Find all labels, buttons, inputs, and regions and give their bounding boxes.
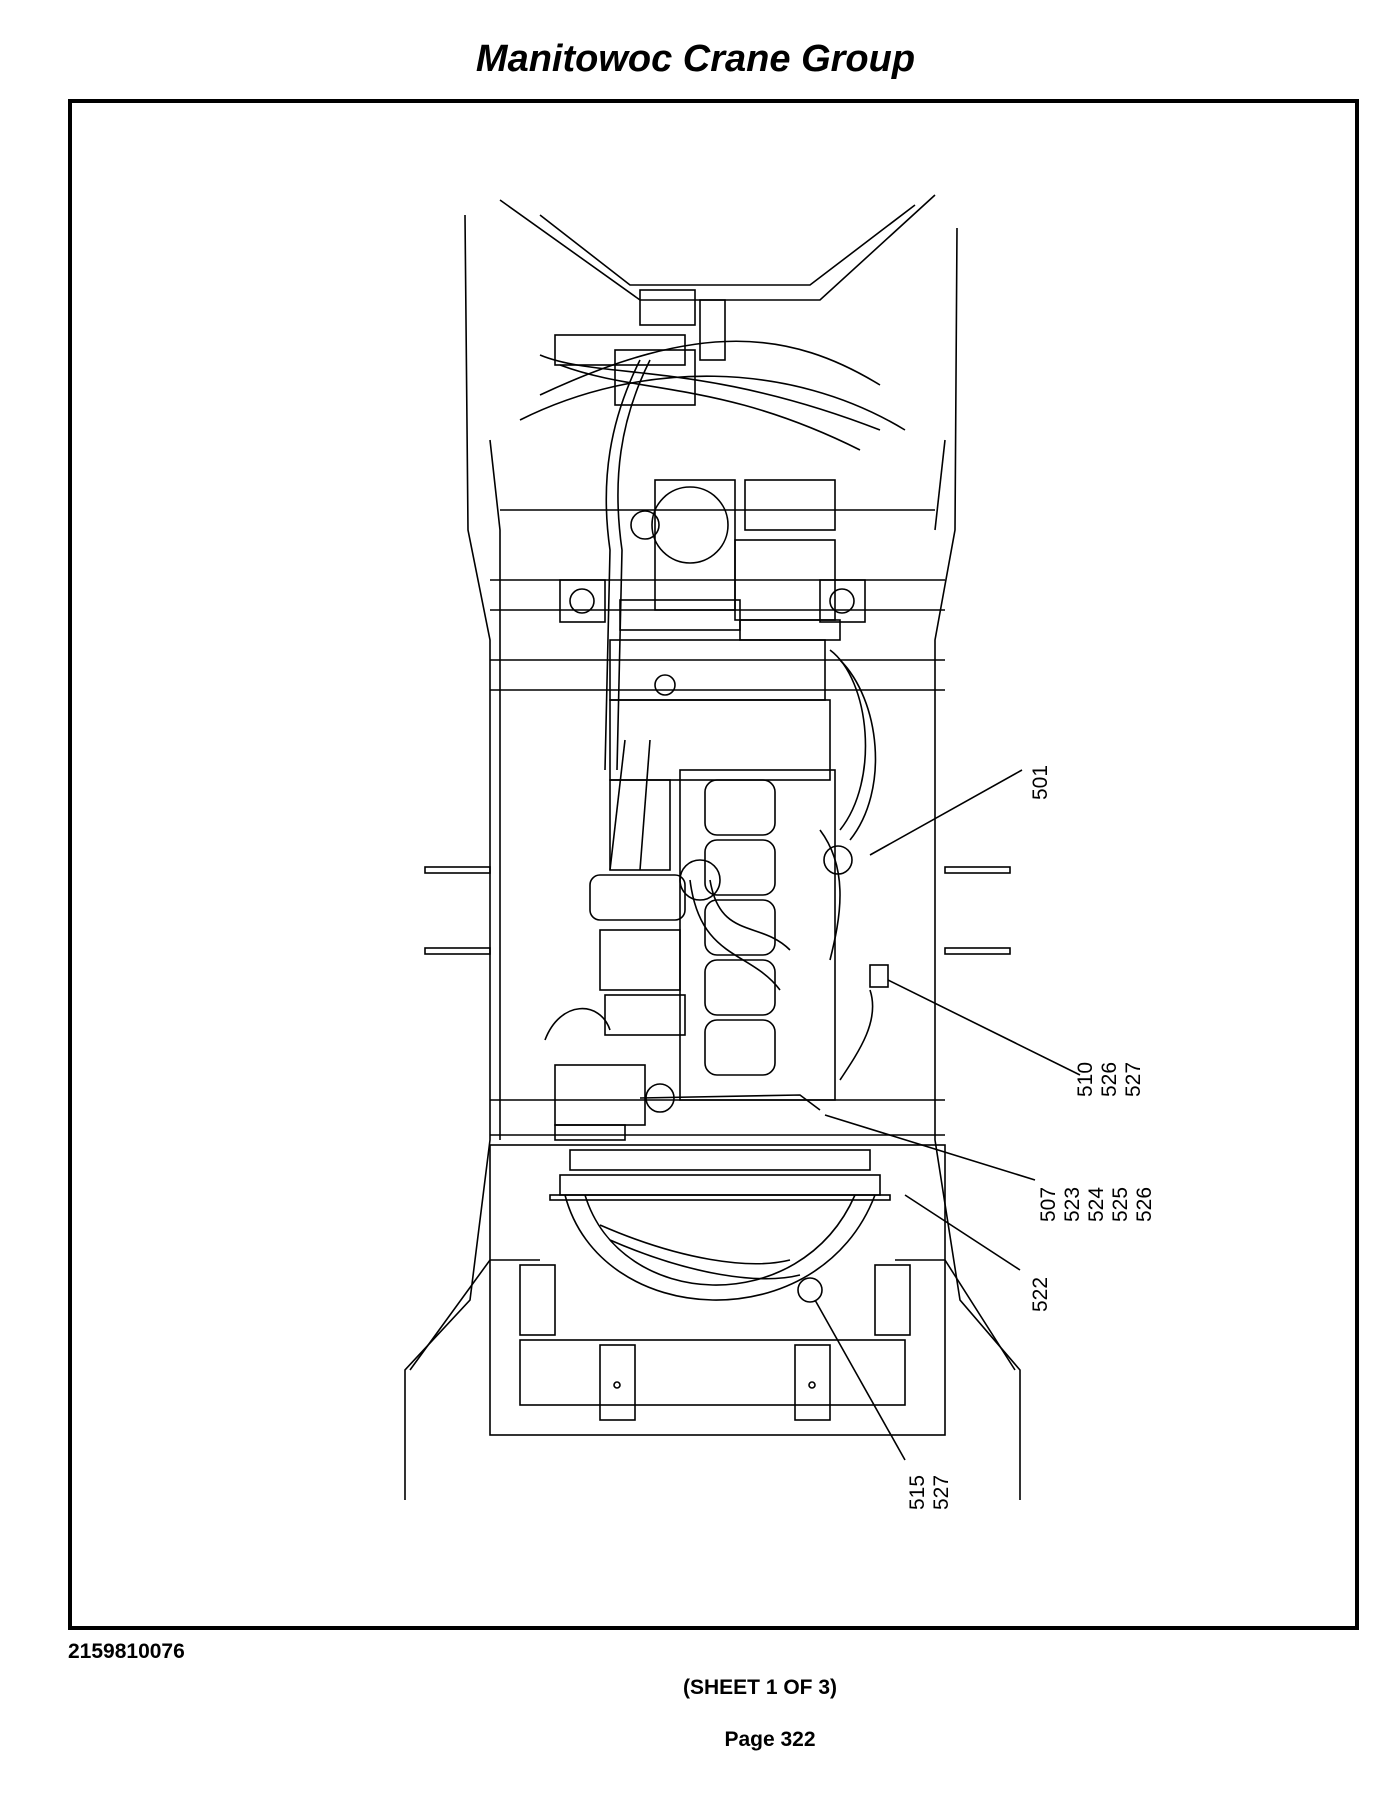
leader-515 bbox=[814, 1299, 906, 1461]
callout-510-line-2: 527 bbox=[1122, 1062, 1145, 1097]
callout-515: 515 527 bbox=[906, 1475, 953, 1510]
callout-501-line-0: 501 bbox=[1029, 765, 1052, 800]
callout-522: 522 bbox=[1029, 1277, 1052, 1312]
wiring-harness bbox=[604, 359, 889, 1081]
callout-510-line-1: 526 bbox=[1098, 1062, 1121, 1097]
page-number: Page 322 bbox=[724, 1728, 816, 1751]
alternator bbox=[544, 1007, 821, 1141]
radiator-fan bbox=[549, 1149, 891, 1303]
mounting-blocks bbox=[559, 579, 866, 623]
callout-501: 501 bbox=[1029, 765, 1052, 800]
leader-510 bbox=[887, 979, 1081, 1076]
counterweight-frame bbox=[409, 1144, 1016, 1436]
outrigger-stubs bbox=[424, 866, 1011, 955]
leader-522 bbox=[904, 1194, 1021, 1271]
callout-515-line-1: 527 bbox=[930, 1475, 953, 1510]
leader-507 bbox=[824, 1114, 1036, 1181]
callout-507-line-3: 525 bbox=[1109, 1187, 1132, 1222]
callout-515-line-0: 515 bbox=[906, 1475, 929, 1510]
callout-510-line-0: 510 bbox=[1074, 1062, 1097, 1097]
carbody-outline bbox=[404, 194, 1021, 1500]
hydraulic-pump-cluster bbox=[539, 289, 881, 641]
callout-522-line-0: 522 bbox=[1029, 1277, 1052, 1312]
page-title: Manitowoc Crane Group bbox=[475, 38, 916, 80]
callout-507-line-2: 524 bbox=[1085, 1187, 1108, 1222]
callout-507-line-4: 526 bbox=[1133, 1187, 1156, 1222]
callout-507-line-0: 507 bbox=[1037, 1187, 1060, 1222]
drawing-frame bbox=[68, 99, 1359, 1630]
sheet-indicator: (SHEET 1 OF 3) bbox=[682, 1676, 838, 1699]
callout-507-line-1: 523 bbox=[1061, 1187, 1084, 1222]
leader-501 bbox=[869, 769, 1023, 856]
engine-block bbox=[589, 639, 836, 1101]
document-number: 2159810076 bbox=[68, 1640, 185, 1663]
callout-510: 510 526 527 bbox=[1074, 1062, 1145, 1097]
leader-lines bbox=[814, 769, 1081, 1461]
callout-507: 507 523 524 525 526 bbox=[1037, 1187, 1156, 1222]
